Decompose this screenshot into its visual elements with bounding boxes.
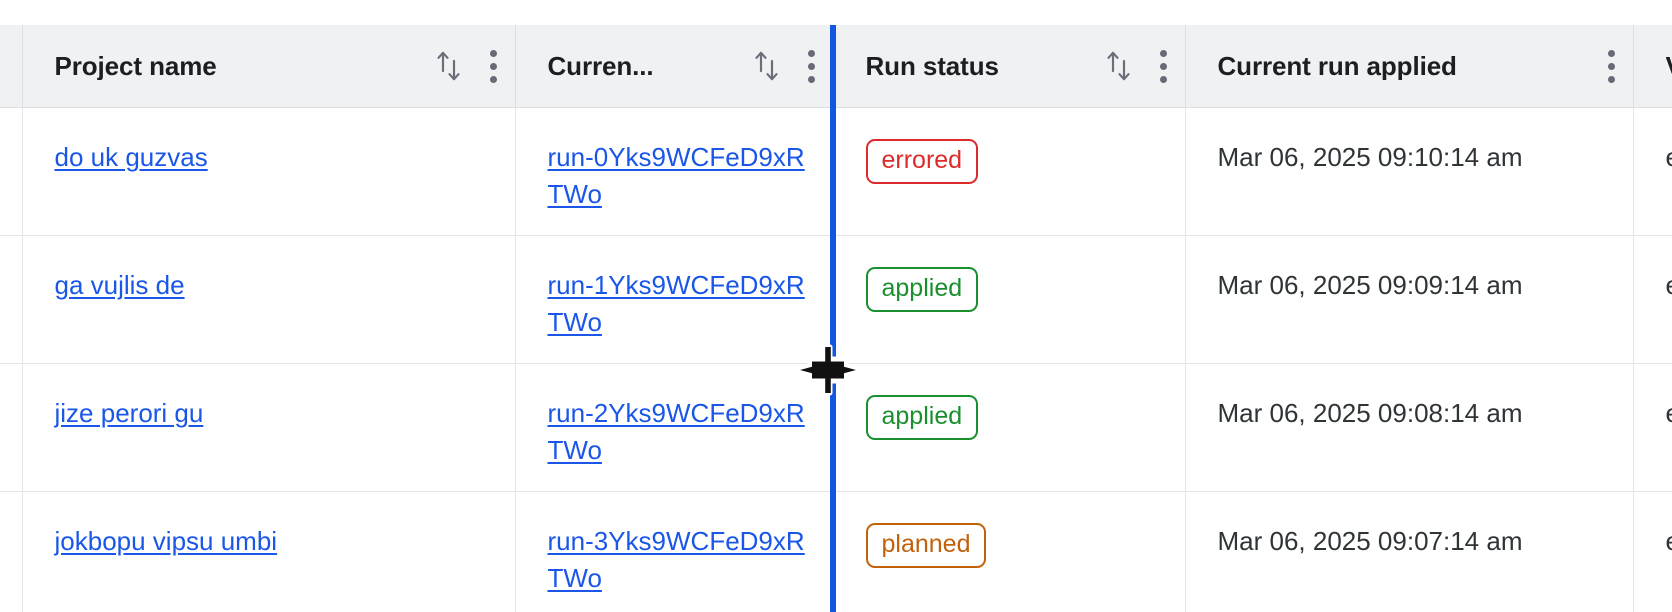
table-row[interactable]: jokbopu vipsu umbi run-3Yks9WCFeD9xRTWo … [0,491,1672,612]
status-badge: applied [865,395,979,440]
project-name-link[interactable]: do uk guzvas [54,142,208,172]
current-run-link[interactable]: run-3Yks9WCFeD9xRTWo [547,526,805,593]
applied-timestamp: Mar 06, 2025 09:08:14 am [1217,398,1523,428]
table-top-spacer [0,0,1672,25]
row-gutter-cell [0,491,23,612]
kebab-menu-icon[interactable] [1159,49,1167,83]
cell-project-name: do uk guzvas [22,107,516,236]
current-run-link[interactable]: run-2Yks9WCFeD9xRTWo [547,398,805,465]
column-header-truncated[interactable]: V [1633,25,1672,108]
cell-current-run: run-3Yks9WCFeD9xRTWo [515,491,834,612]
project-name-link[interactable]: ga vujlis de [54,270,185,300]
cell-truncated: e [1633,235,1672,364]
table-header: Project name [0,25,1672,108]
row-gutter-cell [0,363,23,492]
column-header-label: Run status [865,51,999,81]
table-body: do uk guzvas run-0Yks9WCFeD9xRTWo errore… [0,107,1672,612]
cell-run-status: errored [833,107,1186,236]
sort-arrows-icon[interactable] [752,49,782,83]
applied-timestamp: Mar 06, 2025 09:09:14 am [1217,270,1523,300]
cell-truncated: e [1633,363,1672,492]
truncated-value: e [1634,108,1672,176]
truncated-value: e [1634,492,1672,560]
cell-truncated: e [1633,107,1672,236]
column-header-project-name[interactable]: Project name [22,25,516,108]
status-badge: applied [865,267,979,312]
cell-project-name: jokbopu vipsu umbi [22,491,516,612]
kebab-menu-icon[interactable] [807,49,815,83]
cell-project-name: jize perori gu [22,363,516,492]
header-row: Project name [0,25,1672,108]
cell-current-run: run-0Yks9WCFeD9xRTWo [515,107,834,236]
cell-truncated: e [1633,491,1672,612]
project-name-link[interactable]: jokbopu vipsu umbi [54,526,278,556]
applied-timestamp: Mar 06, 2025 09:10:14 am [1217,142,1523,172]
truncated-value: e [1634,236,1672,304]
column-header-label: Current run applied [1217,51,1457,81]
row-gutter-cell [0,107,23,236]
cell-current-run-applied: Mar 06, 2025 09:09:14 am [1185,235,1634,364]
cell-current-run-applied: Mar 06, 2025 09:10:14 am [1185,107,1634,236]
project-name-link[interactable]: jize perori gu [54,398,204,428]
column-header-label: Project name [54,51,217,81]
row-gutter-cell [0,235,23,364]
cell-project-name: ga vujlis de [22,235,516,364]
column-header-label: V [1666,52,1672,81]
table-scroll-region[interactable]: Project name [0,25,1672,612]
column-header-label: Curren... [547,51,654,81]
cell-current-run: run-1Yks9WCFeD9xRTWo [515,235,834,364]
current-run-link[interactable]: run-0Yks9WCFeD9xRTWo [547,142,805,209]
cell-current-run: run-2Yks9WCFeD9xRTWo [515,363,834,492]
status-badge: planned [865,523,987,568]
current-run-link[interactable]: run-1Yks9WCFeD9xRTWo [547,270,805,337]
column-header-run-status[interactable]: Run status [833,25,1186,108]
column-header-current-run-applied[interactable]: Current run applied [1185,25,1634,108]
applied-timestamp: Mar 06, 2025 09:07:14 am [1217,526,1523,556]
cell-current-run-applied: Mar 06, 2025 09:07:14 am [1185,491,1634,612]
sort-arrows-icon[interactable] [1104,49,1134,83]
projects-table: Project name [0,25,1672,612]
table-row[interactable]: jize perori gu run-2Yks9WCFeD9xRTWo appl… [0,363,1672,492]
kebab-menu-icon[interactable] [1607,49,1615,83]
table-row[interactable]: do uk guzvas run-0Yks9WCFeD9xRTWo errore… [0,107,1672,236]
truncated-value: e [1634,364,1672,432]
column-header-gutter [0,25,23,108]
cell-run-status: planned [833,491,1186,612]
cell-current-run-applied: Mar 06, 2025 09:08:14 am [1185,363,1634,492]
table-row[interactable]: ga vujlis de run-1Yks9WCFeD9xRTWo applie… [0,235,1672,364]
kebab-menu-icon[interactable] [489,49,497,83]
cell-run-status: applied [833,363,1186,492]
sort-arrows-icon[interactable] [434,49,464,83]
cell-run-status: applied [833,235,1186,364]
column-header-current-run[interactable]: Curren... [515,25,834,108]
status-badge: errored [865,139,979,184]
